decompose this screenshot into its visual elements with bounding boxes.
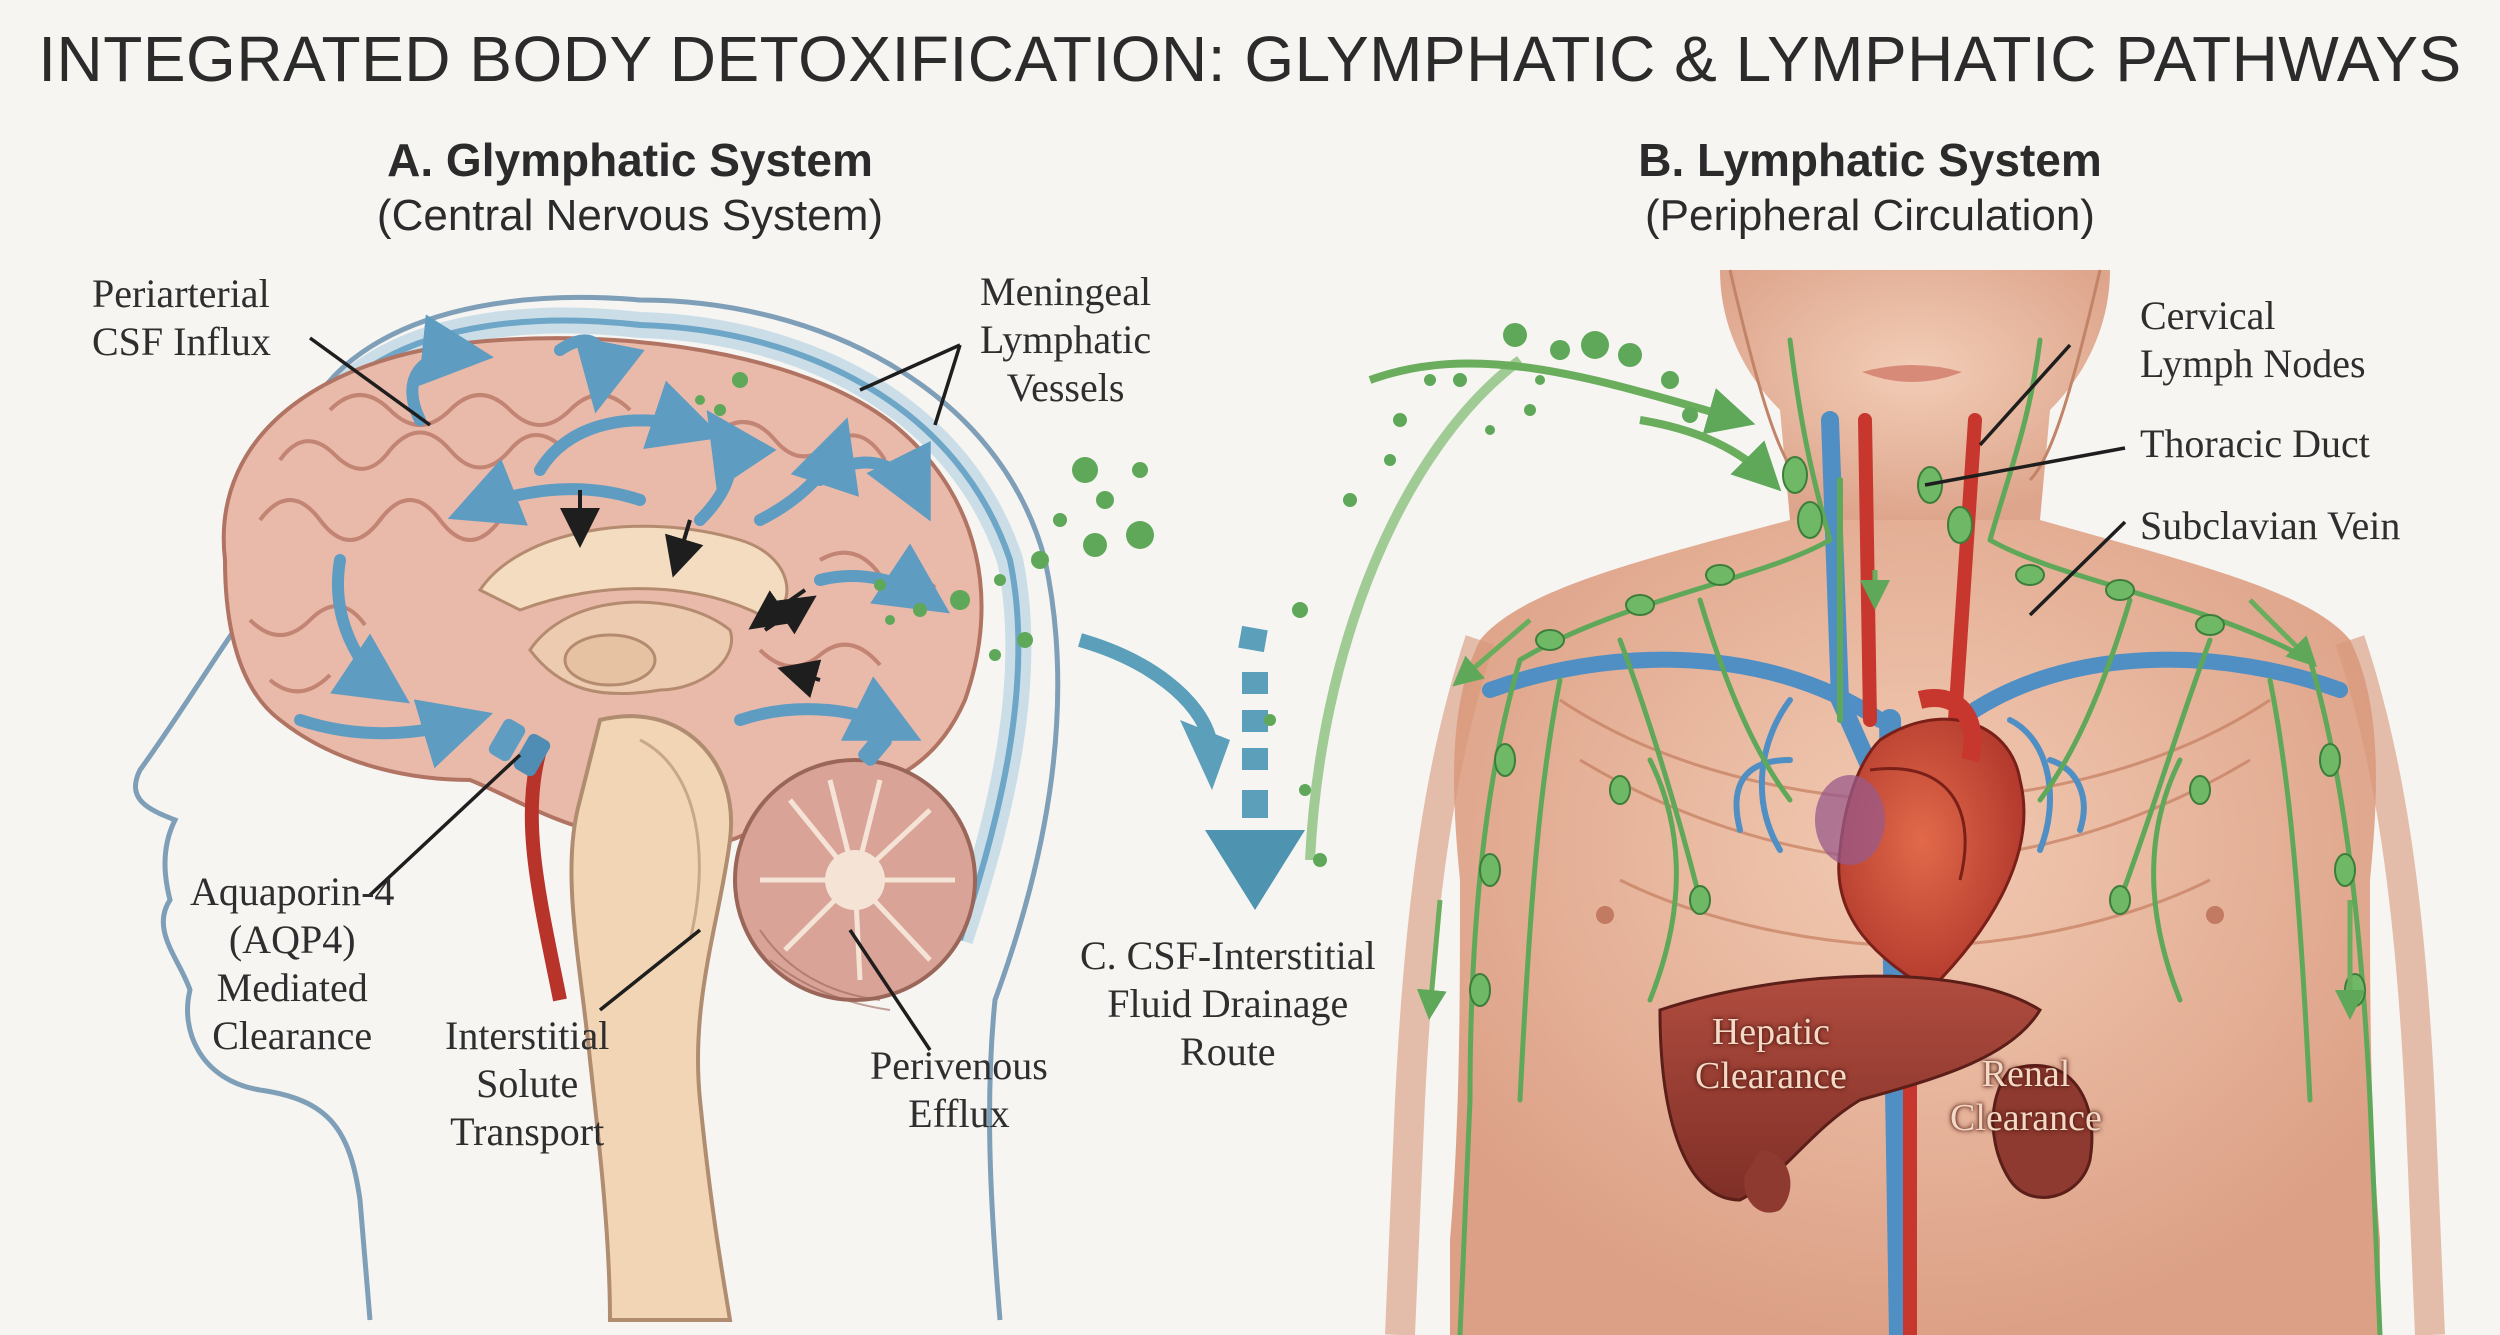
section-b-heading: B. Lymphatic System — [1638, 134, 2102, 186]
kidney — [1744, 1064, 2094, 1213]
lymph-particles-brain — [695, 372, 1154, 661]
lymph-flow-arrows — [1416, 570, 2365, 1020]
label-meningeal: Meningeal Lymphatic Vessels — [980, 269, 1152, 410]
lymph-stream-arc — [1264, 323, 1782, 867]
section-a-subheading: (Central Nervous System) — [376, 191, 884, 240]
lymph-nodes — [1469, 456, 2366, 1007]
section-b-header: B. Lymphatic System (Peripheral Circulat… — [1470, 132, 2270, 244]
label-renal: Renal Clearance — [1950, 1053, 2102, 1139]
cerebellum — [733, 758, 977, 1011]
section-a-header: A. Glymphatic System (Central Nervous Sy… — [230, 132, 1030, 244]
label-interstitial: Interstitial Solute Transport — [445, 1013, 610, 1154]
liver — [1658, 974, 2043, 1202]
label-hepatic: Hepatic Clearance — [1695, 1011, 1847, 1097]
aqp4-channels — [488, 718, 892, 777]
label-aquaporin: Aquaporin-4 (AQP4) Mediated Clearance — [190, 869, 395, 1058]
label-perivenous: Perivenous Efflux — [870, 1043, 1048, 1136]
brainstem — [569, 714, 734, 1322]
drainage-arrow — [1078, 625, 1305, 910]
csf-flow-arrows — [294, 314, 950, 769]
label-subclavian: Subclavian Vein — [2140, 503, 2401, 548]
leader-lines — [308, 336, 2127, 1051]
detail-arrows — [560, 490, 822, 699]
label-periarterial: Periarterial CSF Influx — [92, 271, 271, 364]
label-thoracic-duct: Thoracic Duct — [2140, 421, 2370, 466]
label-cervical: Cervical Lymph Nodes — [2140, 293, 2366, 386]
section-b-subheading: (Peripheral Circulation) — [1645, 191, 2095, 240]
cerebral-artery — [524, 748, 567, 1002]
heart — [1815, 689, 2026, 992]
label-csf-drainage: C. CSF-Interstitial Fluid Drainage Route — [1080, 933, 1376, 1074]
section-a-heading: A. Glymphatic System — [387, 134, 873, 186]
page-title: INTEGRATED BODY DETOXIFICATION: GLYMPHAT… — [38, 23, 2462, 95]
